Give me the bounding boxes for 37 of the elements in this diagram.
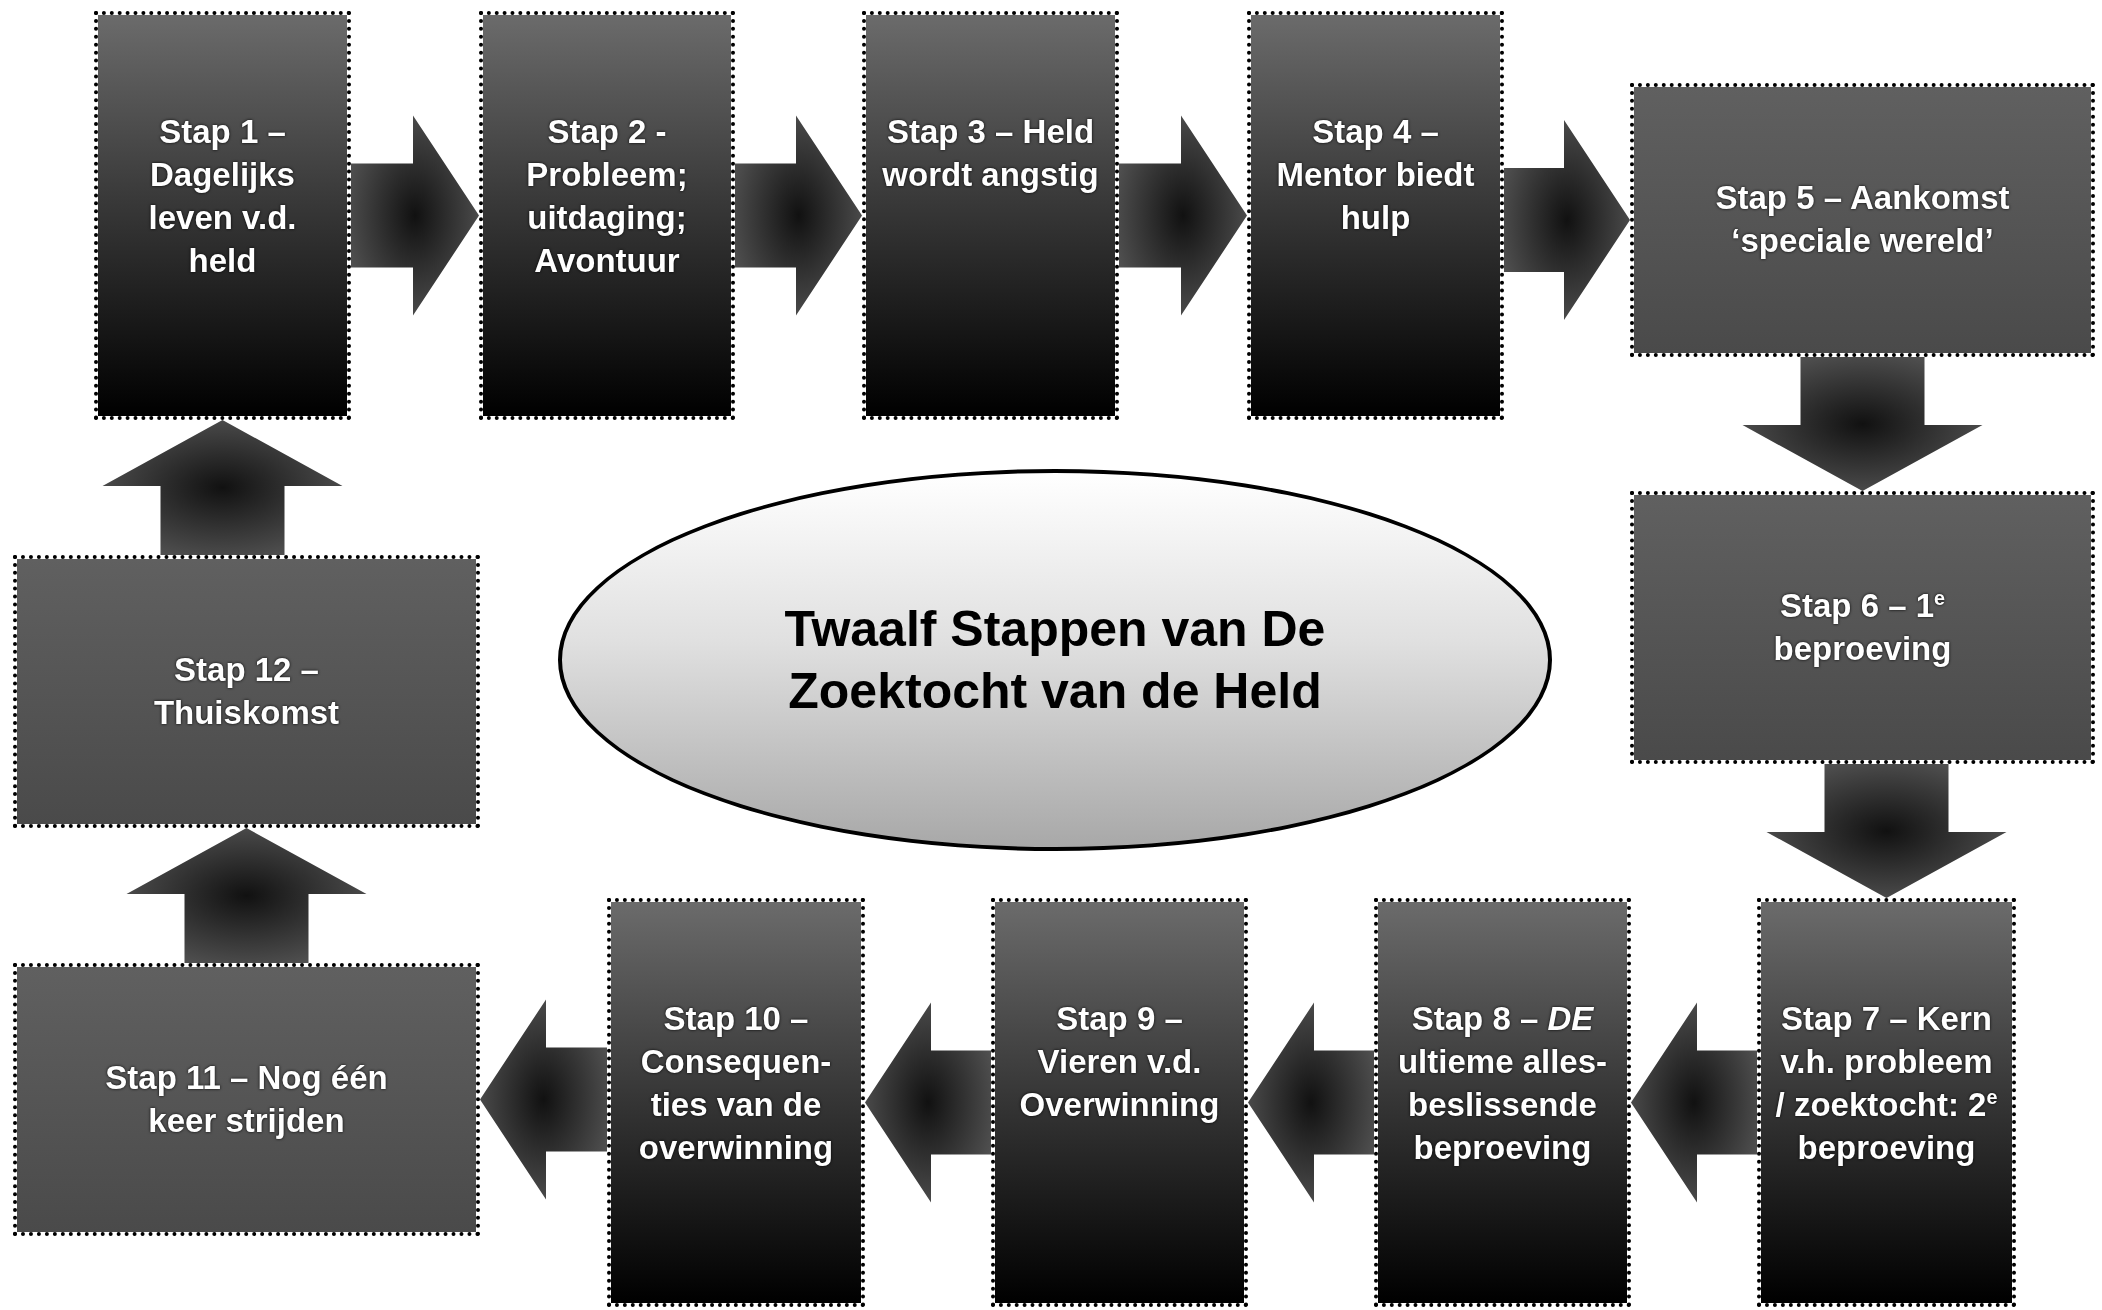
block-arrow xyxy=(865,1002,991,1203)
block-arrow xyxy=(1742,357,1983,491)
block-arrow xyxy=(1248,1002,1374,1203)
block-arrow xyxy=(126,828,367,963)
step-box xyxy=(13,555,480,828)
step-label: Stap 11 – Nog één keer strijden xyxy=(104,1057,389,1141)
block-arrow xyxy=(1631,1002,1757,1203)
block-arrow xyxy=(735,115,862,316)
step-label: Stap 5 – Aankomst ‘speciale wereld’ xyxy=(1714,178,2011,261)
step-box xyxy=(1374,898,1631,1307)
step-box xyxy=(1247,11,1504,420)
step-box xyxy=(479,11,735,420)
block-arrow xyxy=(102,420,343,555)
step-box xyxy=(13,963,480,1236)
step-label: Stap 2 - Probleem; uitdaging; Avontuur xyxy=(525,112,689,281)
block-arrow xyxy=(351,115,479,316)
step-box xyxy=(991,898,1248,1307)
diagram-title-text: Twaalf Stappen van De Zoektocht van de Held xyxy=(783,599,1327,721)
step-label: Stap 4 – Mentor biedt hulp xyxy=(1275,112,1476,238)
step-label: Stap 7 – Kern v.h. probleem / zoektocht: 2$^{e}$ beproeving xyxy=(1775,999,1998,1168)
step-box xyxy=(1757,898,2016,1307)
step-label: Stap 6 – 1$^{e}$ beproeving xyxy=(1772,585,1953,669)
step-box xyxy=(862,11,1119,420)
step-box xyxy=(1630,491,2095,764)
block-arrow xyxy=(1504,120,1630,320)
step-box xyxy=(607,898,865,1307)
step-label: Stap 1 – Dagelijks leven v.d. held xyxy=(147,112,298,281)
step-label: Stap 9 – Vieren v.d. Overwinning xyxy=(1018,999,1221,1125)
step-label: Stap 12 – Thuiskomst xyxy=(152,649,341,733)
block-arrow xyxy=(1119,115,1247,316)
step-label: Stap 10 – Consequen-ties van de overwinning xyxy=(637,999,835,1168)
block-arrow xyxy=(1766,764,2007,898)
step-box xyxy=(94,11,351,420)
block-arrow xyxy=(480,999,607,1200)
step-label: Stap 8 – DE ultieme alles-beslissende beproeving xyxy=(1396,999,1609,1168)
step-box xyxy=(1630,83,2095,357)
step-label: Stap 3 – Held wordt angstig xyxy=(881,112,1100,195)
